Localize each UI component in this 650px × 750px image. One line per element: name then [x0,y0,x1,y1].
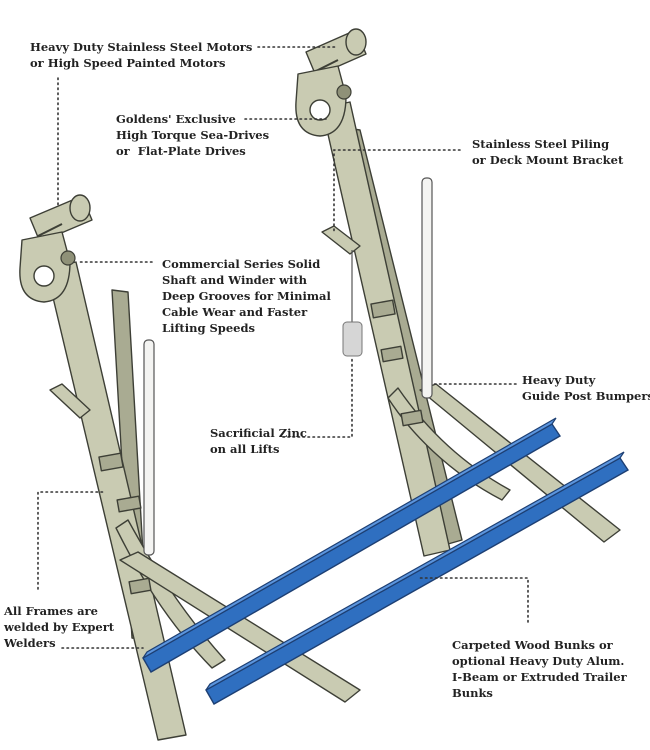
right-drive-wheel-icon [295,65,352,137]
leader-lines [37,46,529,649]
left-frame [45,261,361,741]
left-motor-icon [29,194,93,243]
callout-bunks: Carpeted Wood Bunks or optional Heavy Du… [452,638,627,700]
zinc-anode-icon [342,321,363,357]
right-frame [321,101,621,557]
right-guide-post [421,177,433,399]
callout-piling: Stainless Steel Piling or Deck Mount Bra… [472,137,624,167]
callout-motors: Heavy Duty Stainless Steel Motors or Hig… [30,40,253,70]
callout-shaft: Commercial Series Solid Shaft and Winder… [162,257,331,335]
bunk-upper [142,417,561,673]
callout-bumpers: Heavy Duty Guide Post Bumpers [522,373,650,403]
bunk-lower [205,451,630,705]
callout-frames: All Frames are welded by Expert Welders [4,604,115,650]
left-drive-wheel-icon [19,231,76,303]
left-guide-post [143,339,155,556]
callout-drives: Goldens' Exclusive High Torque Sea-Drive… [116,112,270,158]
callout-zinc: Sacrificial Zinc on all Lifts [210,426,307,456]
